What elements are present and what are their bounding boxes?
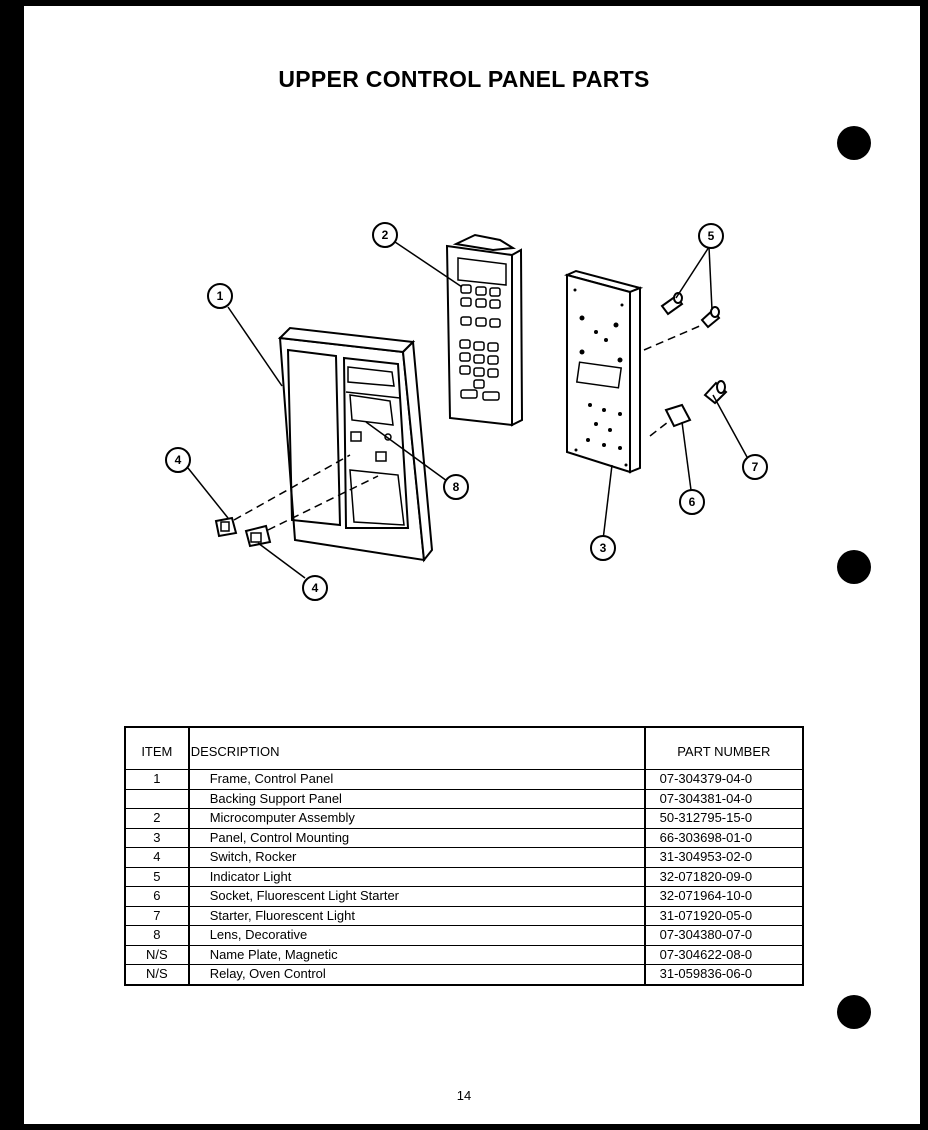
part-rocker-switch-a	[214, 516, 238, 538]
callout-8: 8	[453, 480, 460, 494]
callout-7: 7	[752, 460, 759, 474]
description-cell: Frame, Control Panel	[187, 769, 646, 790]
parts-table-header: ITEM DESCRIPTION PART NUMBER	[124, 726, 805, 770]
description-cell: Starter, Fluorescent Light	[187, 906, 646, 926]
callout-6: 6	[689, 495, 696, 509]
item-cell	[124, 789, 190, 809]
part-starter-socket	[664, 403, 692, 428]
description-cell: Lens, Decorative	[187, 925, 646, 946]
callout-3: 3	[600, 541, 607, 555]
table-row: 7 Starter, Fluorescent Light 31-071920-0…	[124, 906, 805, 926]
item-cell: 1	[124, 769, 190, 790]
callout-5: 5	[708, 229, 715, 243]
item-cell: 5	[124, 867, 190, 887]
table-row: 1 Frame, Control Panel 07-304379-04-0	[124, 769, 805, 790]
item-cell: N/S	[124, 945, 190, 965]
description-cell: Socket, Fluorescent Light Starter	[187, 886, 646, 907]
item-cell: 7	[124, 906, 190, 926]
binder-hole-top	[837, 126, 871, 160]
part-number-cell: 66-303698-01-0	[643, 828, 805, 848]
page-title: UPPER CONTROL PANEL PARTS	[278, 66, 650, 92]
header-description: DESCRIPTION	[187, 726, 646, 770]
parts-table: ITEM DESCRIPTION PART NUMBER 1 Frame, Co…	[124, 726, 805, 986]
item-cell: N/S	[124, 964, 190, 986]
table-row: N/S Relay, Oven Control 31-059836-06-0	[124, 964, 805, 986]
description-cell: Backing Support Panel	[187, 789, 646, 809]
part-number-cell: 07-304380-07-0	[643, 925, 805, 946]
table-row: 8 Lens, Decorative 07-304380-07-0	[124, 925, 805, 946]
item-cell: 8	[124, 925, 190, 946]
description-cell: Name Plate, Magnetic	[187, 945, 646, 965]
part-fluorescent-starter	[703, 380, 728, 405]
part-control-mounting-panel	[564, 269, 644, 474]
header-item: ITEM	[124, 726, 190, 770]
part-frame-control-panel	[277, 326, 434, 563]
part-number-cell: 07-304379-04-0	[643, 769, 805, 790]
part-number-cell: 07-304622-08-0	[643, 945, 805, 965]
description-cell: Relay, Oven Control	[187, 964, 646, 986]
part-indicator-light-b	[700, 306, 721, 329]
part-microcomputer-assembly	[445, 233, 524, 427]
table-row: 3 Panel, Control Mounting 66-303698-01-0	[124, 828, 805, 848]
table-row: 2 Microcomputer Assembly 50-312795-15-0	[124, 808, 805, 829]
part-number-cell: 31-304953-02-0	[643, 847, 805, 868]
header-part-number: PART NUMBER	[643, 726, 805, 770]
description-cell: Microcomputer Assembly	[187, 808, 646, 829]
part-number-cell: 07-304381-04-0	[643, 789, 805, 809]
part-indicator-light-a	[660, 292, 684, 316]
item-cell: 6	[124, 886, 190, 907]
callout-4b: 4	[312, 581, 319, 595]
part-number-cell: 31-059836-06-0	[643, 964, 805, 986]
description-cell: Switch, Rocker	[187, 847, 646, 868]
item-cell: 4	[124, 847, 190, 868]
page-number: 14	[456, 1088, 472, 1103]
part-number-cell: 31-071920-05-0	[643, 906, 805, 926]
binder-hole-bottom	[837, 995, 871, 1029]
parts-table-body: 1 Frame, Control Panel 07-304379-04-0 Ba…	[124, 769, 805, 986]
part-number-cell: 32-071820-09-0	[643, 867, 805, 887]
part-number-cell: 32-071964-10-0	[643, 886, 805, 907]
part-rocker-switch-b	[244, 524, 272, 548]
description-cell: Panel, Control Mounting	[187, 828, 646, 848]
item-cell: 3	[124, 828, 190, 848]
part-number-cell: 50-312795-15-0	[643, 808, 805, 829]
callout-2: 2	[382, 228, 389, 242]
callout-4a: 4	[175, 453, 182, 467]
item-cell: 2	[124, 808, 190, 829]
exploded-parts-diagram: 1 2 3 4 4 5 6 7 8	[165, 222, 768, 601]
description-cell: Indicator Light	[187, 867, 646, 887]
callout-1: 1	[217, 289, 224, 303]
table-row: N/S Name Plate, Magnetic 07-304622-08-0	[124, 945, 805, 965]
table-row: 5 Indicator Light 32-071820-09-0	[124, 867, 805, 887]
binder-hole-middle	[837, 550, 871, 584]
table-row: 4 Switch, Rocker 31-304953-02-0	[124, 847, 805, 868]
table-row: 6 Socket, Fluorescent Light Starter 32-0…	[124, 886, 805, 907]
table-row: Backing Support Panel 07-304381-04-0	[124, 789, 805, 809]
